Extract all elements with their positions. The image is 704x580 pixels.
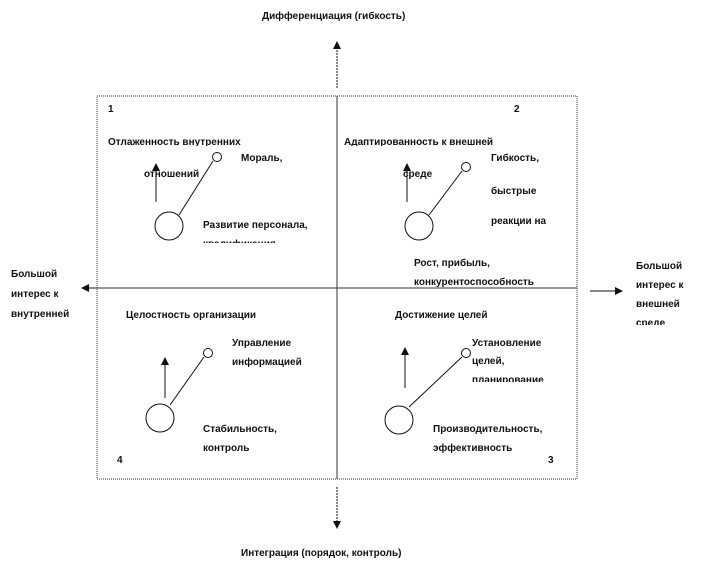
q1-title: Отлаженность внутренних bbox=[108, 137, 241, 146]
right-axis-label-line3: внешней bbox=[636, 299, 680, 310]
q2-ends-line2: конкурентоспособность bbox=[414, 277, 534, 288]
q3-means-line1: Установление bbox=[472, 338, 542, 349]
q1-title-line2: отношений bbox=[144, 169, 200, 180]
q3-number: 3 bbox=[548, 455, 554, 466]
q2-title: Адаптированность к внешней bbox=[344, 137, 494, 146]
q2-title-line2: среде bbox=[403, 169, 433, 180]
left-axis-label-line2: интерес к bbox=[11, 289, 59, 300]
bottom-axis-label: Интеграция (порядок, контроль) bbox=[241, 548, 402, 559]
q1-ends: Развитие персонала, bbox=[203, 220, 308, 231]
q4-means-line1: Управление bbox=[232, 338, 292, 349]
q4-arrows bbox=[145, 348, 213, 433]
q1-number: 1 bbox=[108, 104, 114, 115]
q2-means-line3: реакции на bbox=[491, 216, 547, 227]
q2-arrows bbox=[403, 162, 471, 241]
left-axis-label-line3: внутренней bbox=[11, 309, 70, 320]
top-axis-label: Дифференциация (гибкость) bbox=[262, 11, 406, 22]
q3-ends-line2: эффективность bbox=[433, 443, 513, 454]
q2-number: 2 bbox=[514, 104, 520, 115]
q3-means-line2: целей, bbox=[472, 356, 505, 367]
q3-ends: Производительность, bbox=[433, 424, 543, 435]
q4-ends: Стабильность, bbox=[203, 424, 277, 435]
q4-number: 4 bbox=[117, 455, 123, 466]
q2-ends: Рост, прибыль, bbox=[414, 258, 490, 269]
q4-title: Целостность организации bbox=[126, 310, 257, 321]
q4-means-line2: информацией bbox=[232, 357, 302, 368]
right-axis-label-line4: среде bbox=[636, 318, 666, 325]
q3-means-line3: планирование bbox=[472, 375, 544, 382]
left-axis-label-line1: Большой bbox=[11, 269, 58, 280]
right-axis-label-line2: интерес к bbox=[636, 280, 684, 291]
q1-ends-line2: квалификация bbox=[203, 239, 323, 243]
right-axis-label-line1: Большой bbox=[636, 261, 683, 272]
q4-ends-line2: контроль bbox=[203, 443, 250, 454]
q1-means: Мораль, bbox=[241, 153, 283, 164]
q1-arrows bbox=[152, 152, 222, 241]
q2-means-line1: Гибкость, bbox=[491, 153, 539, 164]
q3-arrows bbox=[384, 347, 471, 435]
q3-title: Достижение целей bbox=[395, 310, 488, 321]
q2-means-line2: быстрые bbox=[491, 186, 537, 197]
